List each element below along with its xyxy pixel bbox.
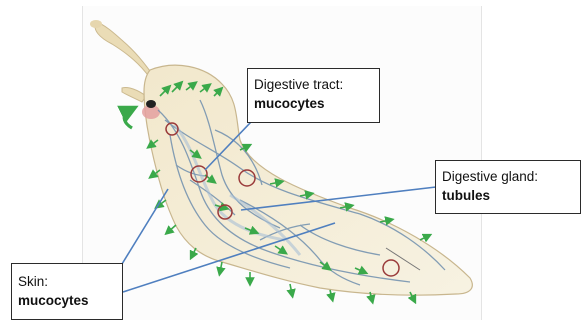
callout-digestive-gland-title: Digestive gland:	[442, 167, 574, 186]
tentacle-tip	[90, 20, 102, 28]
callout-digestive-tract: Digestive tract: mucocytes	[247, 68, 380, 123]
eye-spot	[146, 100, 156, 108]
head-green-arrow	[124, 110, 132, 128]
callout-skin: Skin: mucocytes	[11, 263, 123, 320]
lower-tentacle	[122, 87, 146, 102]
callout-skin-title: Skin:	[18, 272, 116, 291]
callout-digestive-gland: Digestive gland: tubules	[435, 160, 581, 214]
callout-skin-cell: mucocytes	[18, 291, 116, 310]
callout-digestive-tract-cell: mucocytes	[254, 94, 373, 113]
callout-digestive-tract-title: Digestive tract:	[254, 75, 373, 94]
callout-digestive-gland-cell: tubules	[442, 186, 574, 205]
